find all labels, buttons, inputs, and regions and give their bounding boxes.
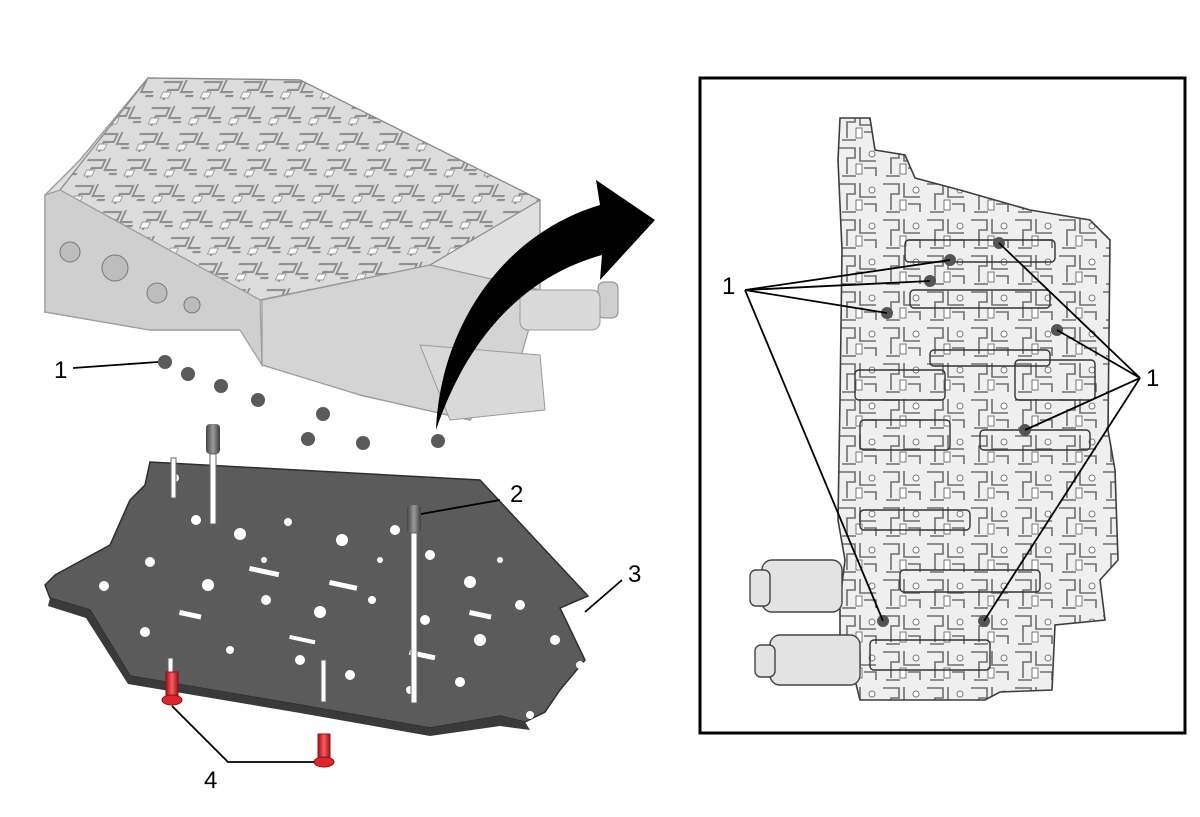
pin-lower <box>407 505 421 704</box>
pin-icon <box>407 505 421 533</box>
check-ball-icon <box>431 434 445 448</box>
bolt-right <box>313 733 335 768</box>
guide-rod <box>320 659 327 703</box>
leader-line <box>72 361 159 369</box>
pin-icon <box>206 424 220 454</box>
detail-leaders-right <box>983 242 1141 622</box>
check-ball-icon <box>316 407 330 421</box>
leader-line <box>171 705 314 763</box>
check-balls <box>158 355 445 450</box>
callout-4: 4 <box>204 767 217 794</box>
leader-line <box>584 579 623 613</box>
check-ball-icon <box>214 379 228 393</box>
check-ball-icon <box>301 432 315 446</box>
detail-leaders-left <box>744 259 951 622</box>
valve-body-upper <box>44 77 619 421</box>
check-ball-icon <box>251 393 265 407</box>
valve-body-top-view <box>749 117 1119 701</box>
callout-1: 1 <box>54 357 67 384</box>
guide-rod <box>170 457 177 499</box>
bolt-left <box>161 657 183 706</box>
separator-plate <box>44 461 590 736</box>
check-ball-icon <box>181 367 195 381</box>
detail-callout-1-left: 1 <box>722 273 735 300</box>
bolt-icon <box>165 671 179 697</box>
detail-callout-1-right: 1 <box>1146 365 1159 392</box>
curved-arrow-icon <box>436 180 655 430</box>
bolt-icon <box>317 733 331 759</box>
pin-upper <box>206 424 220 525</box>
check-ball-icon <box>158 355 172 369</box>
callout-3: 3 <box>628 561 641 588</box>
callout-2: 2 <box>510 481 523 508</box>
check-ball-icon <box>356 436 370 450</box>
leader-line <box>420 499 501 515</box>
